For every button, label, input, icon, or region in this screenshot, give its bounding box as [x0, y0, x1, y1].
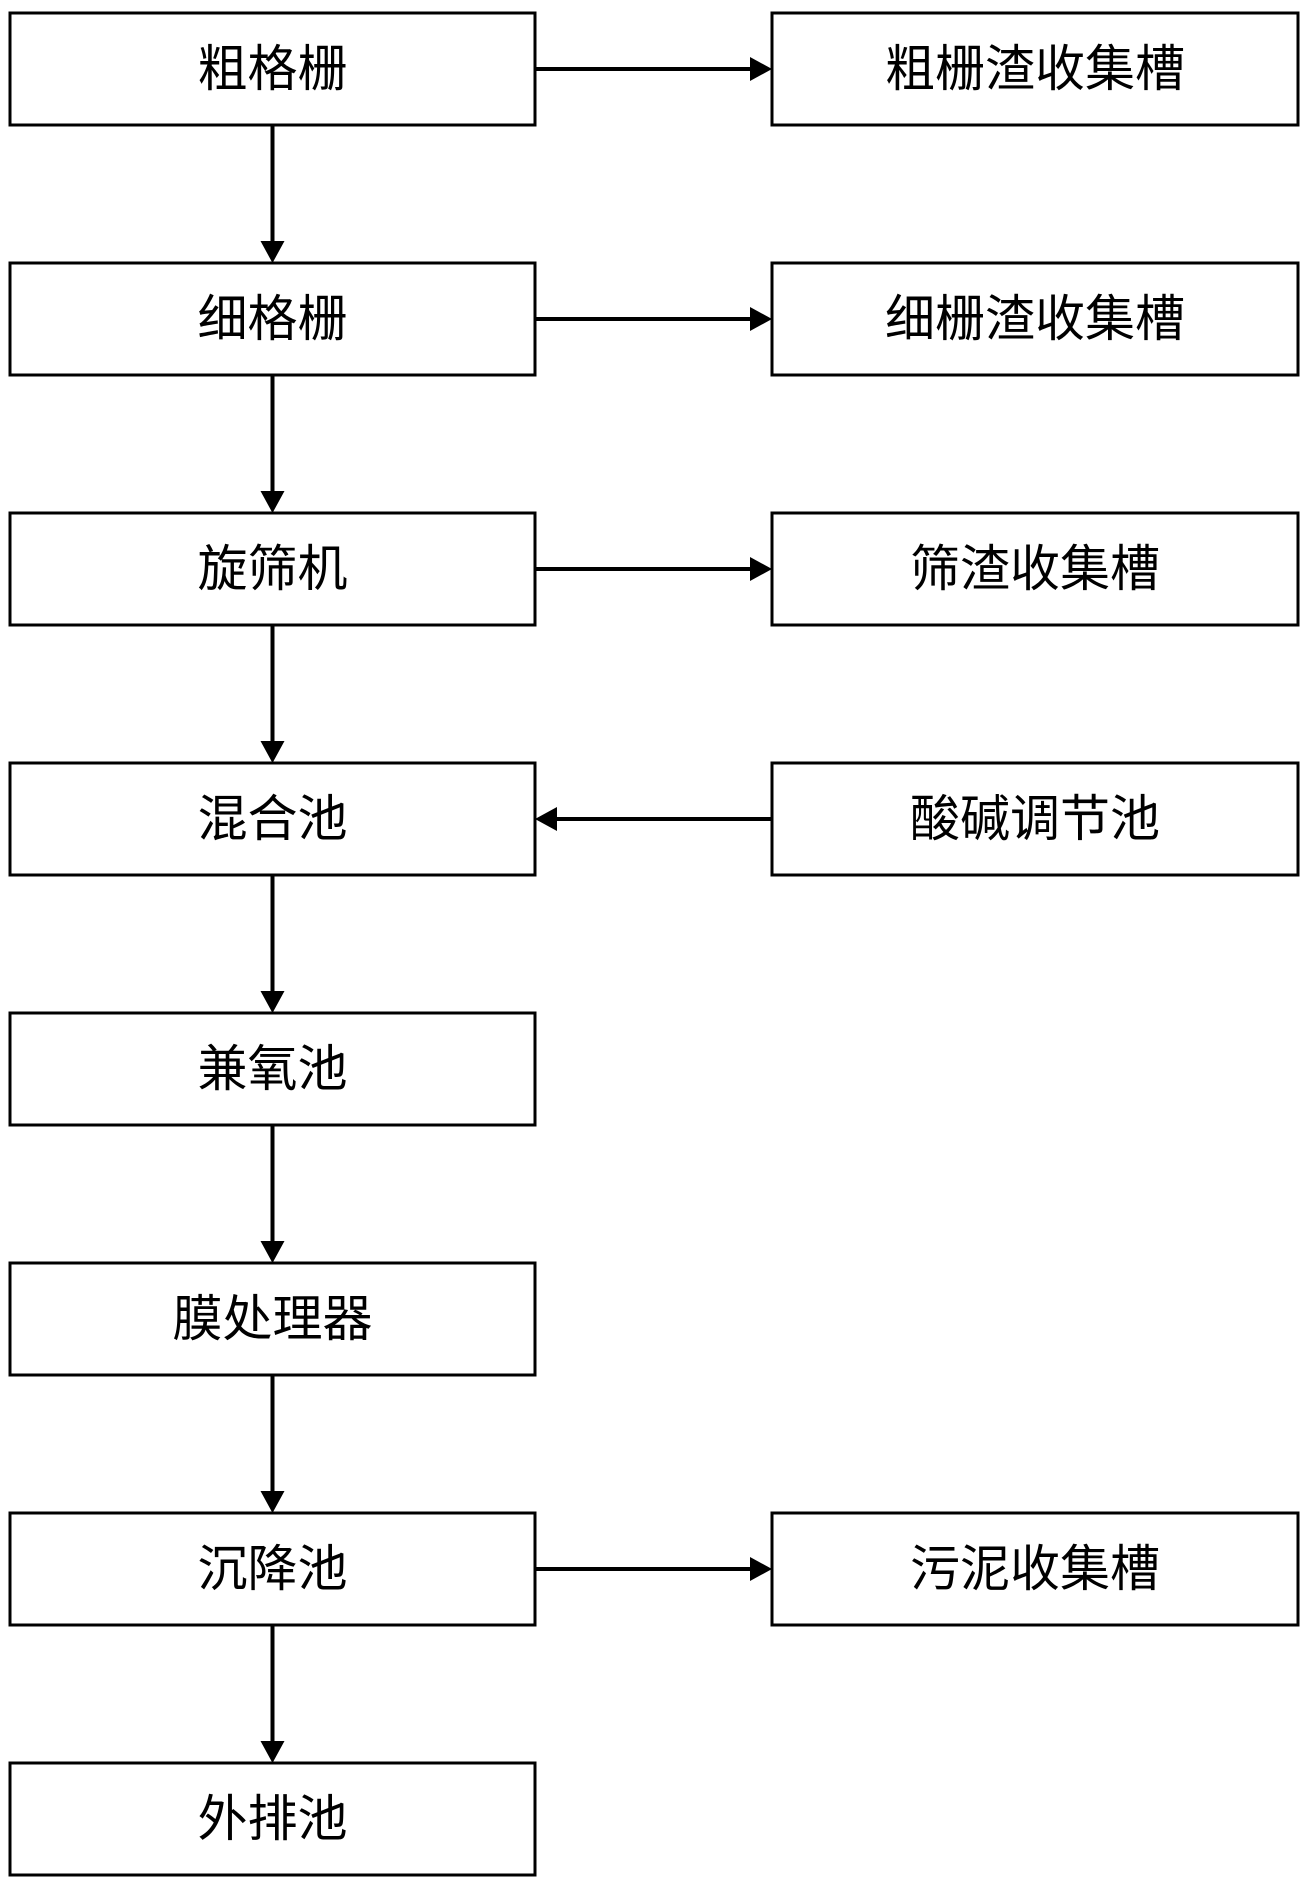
side-coarse-residue-trough: 粗栅渣收集槽	[770, 11, 1300, 127]
arrow-acid-base-tank-to-mixing-tank	[535, 807, 772, 831]
step-discharge-tank-frame	[8, 1761, 537, 1877]
edges-layer	[260, 57, 772, 1763]
step-rotary-sieve-frame	[8, 511, 537, 627]
step-coarse-screen-label: 粗格栅	[198, 40, 348, 98]
step-rotary-sieve: 旋筛机	[8, 511, 537, 627]
side-sludge-trough-label: 污泥收集槽	[910, 1540, 1160, 1598]
arrow-rotary-sieve-to-mixing-tank	[260, 625, 285, 763]
step-anoxic-tank-label: 兼氧池	[198, 1040, 348, 1098]
step-fine-screen-frame	[8, 261, 537, 377]
side-fine-residue-trough: 细栅渣收集槽	[770, 261, 1300, 377]
side-acid-base-tank-label: 酸碱调节池	[910, 790, 1160, 848]
step-sedimentation-tank-label: 沉降池	[198, 1540, 348, 1598]
arrow-fine-screen-to-rotary-sieve	[260, 375, 285, 513]
step-anoxic-tank: 兼氧池	[8, 1011, 537, 1127]
side-acid-base-tank: 酸碱调节池	[770, 761, 1300, 877]
step-membrane-processor-label: 膜处理器	[173, 1290, 373, 1348]
arrow-fine-screen-to-fine-residue-trough	[535, 307, 772, 331]
arrow-membrane-processor-to-sedimentation-tank	[260, 1375, 285, 1513]
side-sieve-residue-trough-frame	[770, 511, 1300, 627]
step-coarse-screen: 粗格栅	[8, 11, 537, 127]
side-sieve-residue-trough-label: 筛渣收集槽	[910, 540, 1160, 598]
arrow-sedimentation-tank-to-discharge-tank	[260, 1625, 285, 1763]
step-discharge-tank-label: 外排池	[198, 1790, 348, 1848]
side-acid-base-tank-frame	[770, 761, 1300, 877]
step-rotary-sieve-label: 旋筛机	[198, 540, 348, 598]
step-fine-screen-label: 细格栅	[198, 290, 348, 348]
step-coarse-screen-frame	[8, 11, 537, 127]
step-sedimentation-tank: 沉降池	[8, 1511, 537, 1627]
step-discharge-tank: 外排池	[8, 1761, 537, 1877]
side-coarse-residue-trough-frame	[770, 11, 1300, 127]
side-fine-residue-trough-label: 细栅渣收集槽	[885, 290, 1185, 348]
side-sieve-residue-trough: 筛渣收集槽	[770, 511, 1300, 627]
step-mixing-tank: 混合池	[8, 761, 537, 877]
step-membrane-processor-frame	[8, 1261, 537, 1377]
arrow-coarse-screen-to-coarse-residue-trough	[535, 57, 772, 81]
step-anoxic-tank-frame	[8, 1011, 537, 1127]
side-sludge-trough-frame	[770, 1511, 1300, 1627]
arrow-anoxic-tank-to-membrane-processor	[260, 1125, 285, 1263]
step-mixing-tank-label: 混合池	[198, 790, 348, 848]
side-fine-residue-trough-frame	[770, 261, 1300, 377]
arrow-sedimentation-tank-to-sludge-trough	[535, 1557, 772, 1581]
side-sludge-trough: 污泥收集槽	[770, 1511, 1300, 1627]
arrow-mixing-tank-to-anoxic-tank	[260, 875, 285, 1013]
step-fine-screen: 细格栅	[8, 261, 537, 377]
step-sedimentation-tank-frame	[8, 1511, 537, 1627]
step-membrane-processor: 膜处理器	[8, 1261, 537, 1377]
step-mixing-tank-frame	[8, 761, 537, 877]
side-coarse-residue-trough-label: 粗栅渣收集槽	[885, 40, 1185, 98]
arrow-rotary-sieve-to-sieve-residue-trough	[535, 557, 772, 581]
arrow-coarse-screen-to-fine-screen	[260, 125, 285, 263]
